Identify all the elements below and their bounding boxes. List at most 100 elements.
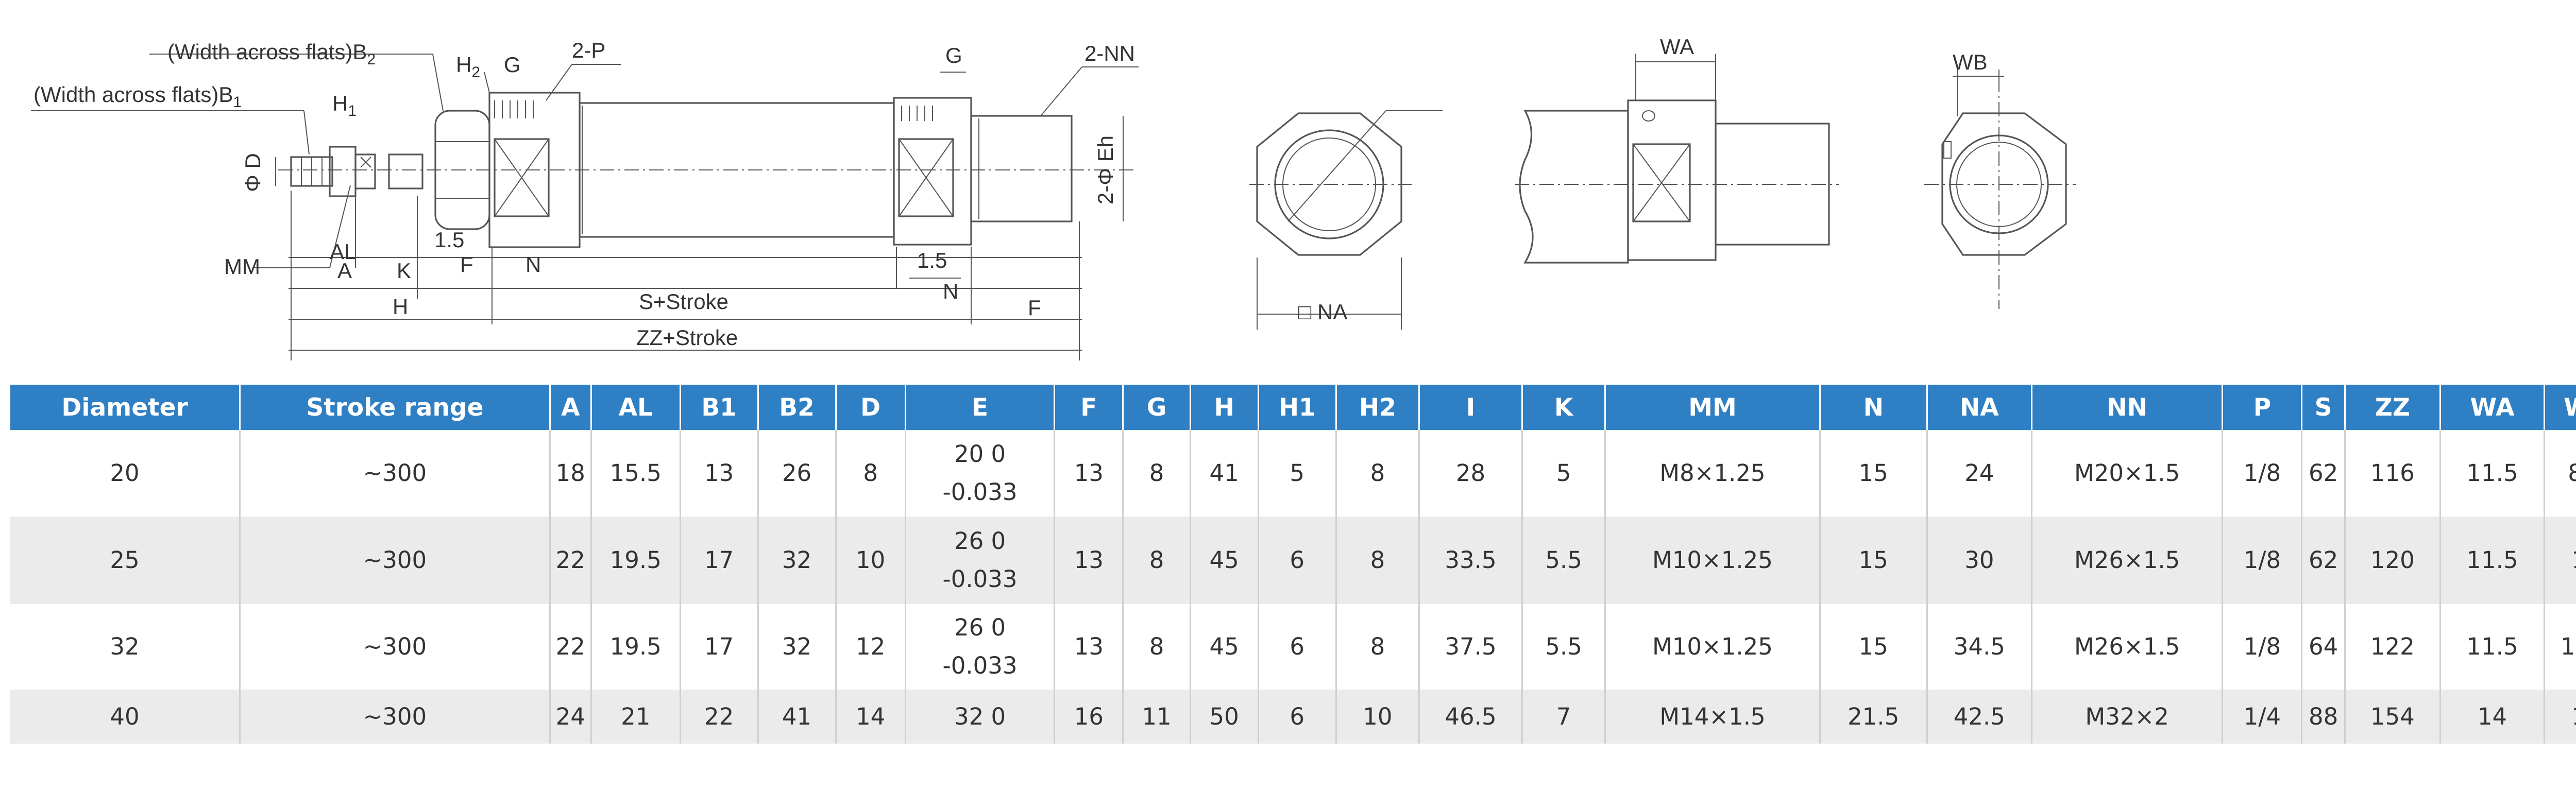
table-cell: 24 — [550, 690, 592, 744]
drawing-svg: (Width across flats)B2 (Width across fla… — [31, 35, 2076, 360]
e-tolerance: -0.033 — [942, 478, 1018, 506]
table-cell: 1/4 — [2222, 690, 2303, 744]
table-row: 40 ~300 24 21 22 41 14 32 0 16 11 50 6 1… — [10, 690, 2576, 744]
label-2-phi-eh: 2-Φ Eh — [1093, 135, 1117, 204]
label-a: A — [337, 259, 352, 283]
table-cell: 24 — [1927, 430, 2032, 517]
table-cell: 10 — [836, 517, 906, 604]
table-cell: 15 — [1820, 517, 1928, 604]
table-cell: ~300 — [240, 690, 551, 744]
table-cell: M26×1.5 — [2031, 517, 2224, 604]
table-cell: 20 — [10, 430, 241, 517]
table-cell: 17 — [680, 604, 759, 690]
table-cell: 13 — [1054, 517, 1124, 604]
table-cell: 14 — [836, 690, 906, 744]
table-cell: 8 — [1336, 430, 1420, 517]
side-view — [31, 54, 1139, 360]
header-b1: B1 — [680, 385, 759, 430]
label-h2: H2 — [456, 53, 480, 81]
table-cell: 41 — [1190, 430, 1259, 517]
e-nominal: 32 0 — [954, 702, 1006, 730]
e-tolerance: -0.033 — [942, 652, 1018, 679]
header-b2: B2 — [758, 385, 837, 430]
header-i: I — [1419, 385, 1523, 430]
label-phi-d: Φ D — [241, 153, 265, 192]
label-wa: WA — [1660, 35, 1694, 59]
label-f-right: F — [1028, 296, 1041, 320]
table-cell: 8 — [1123, 604, 1191, 690]
table-cell: 50 — [1190, 690, 1259, 744]
table-cell: 5.5 — [1522, 604, 1606, 690]
table-cell: 13 — [1054, 604, 1124, 690]
header-p: P — [2222, 385, 2303, 430]
table-cell: 17 — [680, 517, 759, 604]
table-cell: 5 — [1258, 430, 1337, 517]
table-cell: 120 — [2345, 517, 2442, 604]
table-cell: 45 — [1190, 604, 1259, 690]
table-cell: 7 — [1522, 690, 1606, 744]
table-cell: M8×1.25 — [1605, 430, 1821, 517]
table-row: 32 ~300 22 19.5 17 32 12 26 0-0.033 13 8… — [10, 604, 2576, 690]
label-zz-stroke: ZZ+Stroke — [636, 325, 738, 350]
table-body: 20 ~300 18 15.5 13 26 8 20 0-0.033 13 8 … — [10, 430, 2576, 744]
table-cell: 12 — [836, 604, 906, 690]
header-diameter: Diameter — [10, 385, 241, 430]
label-al: AL — [330, 239, 356, 264]
header-al: AL — [591, 385, 681, 430]
label-k: K — [397, 259, 411, 283]
header-stroke-range: Stroke range — [240, 385, 551, 430]
e-nominal: 26 0 — [954, 527, 1006, 555]
table-cell: 30 — [1927, 517, 2032, 604]
table-cell: 154 — [2345, 690, 2442, 744]
table-cell: 11 — [1123, 690, 1191, 744]
label-na: □ NA — [1298, 300, 1347, 324]
e-nominal: 20 0 — [954, 440, 1006, 468]
table-cell: 88 — [2301, 690, 2346, 744]
table-cell: 15 — [2544, 690, 2576, 744]
header-a: A — [550, 385, 592, 430]
table-cell: 19.5 — [591, 604, 681, 690]
header-h1: H1 — [1258, 385, 1337, 430]
cylinder-technical-drawing: (Width across flats)B2 (Width across fla… — [0, 0, 2576, 381]
table-cell: 122 — [2345, 604, 2442, 690]
table-cell: 45 — [1190, 517, 1259, 604]
table-cell: 15 — [1820, 430, 1928, 517]
header-g: G — [1123, 385, 1191, 430]
header-h: H — [1190, 385, 1259, 430]
label-2p: 2-P — [572, 38, 605, 62]
label-n-right: N — [943, 279, 958, 303]
header-h2: H2 — [1336, 385, 1420, 430]
table-cell: 62 — [2301, 517, 2346, 604]
table-cell: 10 — [2544, 517, 2576, 604]
table-cell: M10×1.25 — [1605, 604, 1821, 690]
table-cell: 34.5 — [1927, 604, 2032, 690]
label-f-left: F — [460, 252, 473, 277]
table-cell: 1/8 — [2222, 604, 2303, 690]
table-cell: 64 — [2301, 604, 2346, 690]
table-row: 20 ~300 18 15.5 13 26 8 20 0-0.033 13 8 … — [10, 430, 2576, 517]
header-s: S — [2301, 385, 2346, 430]
table-cell: 25 — [10, 517, 241, 604]
label-h1: H1 — [332, 91, 357, 119]
table-cell: 32 — [758, 517, 837, 604]
header-e: E — [905, 385, 1056, 430]
table-cell: 6 — [1258, 517, 1337, 604]
label-h: H — [393, 295, 408, 319]
label-g-left: G — [504, 53, 521, 77]
table-cell: 22 — [550, 604, 592, 690]
table-cell: 26 — [758, 430, 837, 517]
table-cell: ~300 — [240, 604, 551, 690]
table-cell: 8 — [1336, 517, 1420, 604]
table-cell: M26×1.5 — [2031, 604, 2224, 690]
table-cell: 37.5 — [1419, 604, 1523, 690]
table-cell: 32 — [758, 604, 837, 690]
table-cell: 22 — [680, 690, 759, 744]
e-nominal: 26 0 — [954, 614, 1006, 641]
table-cell: 28 — [1419, 430, 1523, 517]
table-cell: 116 — [2345, 430, 2442, 517]
front-view-na — [1249, 110, 1443, 330]
table-cell-e: 20 0 -0.033 — [905, 430, 1056, 517]
header-row: Diameter Stroke range A AL B1 B2 D E F G… — [10, 385, 2576, 430]
e-tolerance: -0.033 — [942, 565, 1018, 593]
table-cell: 1/8 — [2222, 517, 2303, 604]
